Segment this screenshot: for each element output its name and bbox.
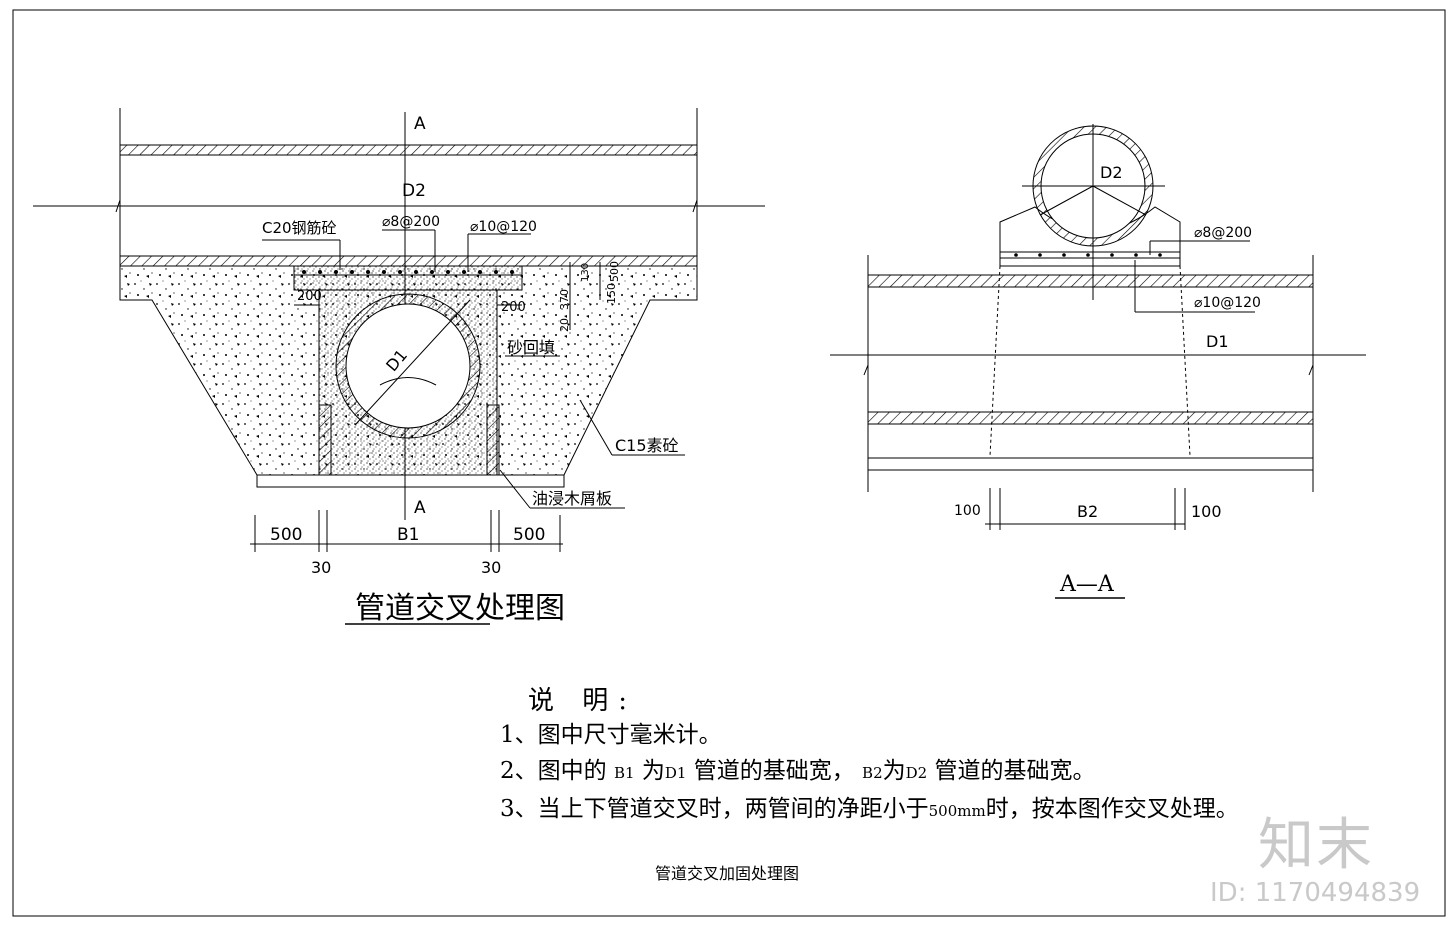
rebar-b-label-right: ⌀10@120 bbox=[1194, 295, 1261, 311]
note-2-d1: D1 bbox=[664, 764, 687, 782]
d1-top-wall bbox=[867, 274, 1314, 288]
rebar-a-label: ⌀8@200 bbox=[382, 214, 440, 230]
d1-label: D1 bbox=[1206, 332, 1229, 351]
note-1-text: 1、图中尺寸毫米计。 bbox=[500, 722, 722, 748]
section-label-bottom: A bbox=[414, 498, 426, 518]
c15-label: C15素砼 bbox=[615, 436, 679, 455]
dim-500-v: 500 bbox=[608, 261, 621, 282]
note-3-number: 500mm bbox=[928, 802, 986, 820]
section-label-top: A bbox=[414, 114, 426, 134]
dim-gap-left: 30 bbox=[311, 558, 331, 577]
notes-heading: 说 明: bbox=[528, 686, 638, 716]
sand-fill-label: 砂回填 bbox=[507, 338, 555, 357]
note-2-b1: B1 bbox=[613, 764, 635, 782]
note-2-part-d: 为 bbox=[882, 758, 906, 784]
d2-label: D2 bbox=[1100, 163, 1123, 182]
right-view: D2 ⌀8@200 ⌀10@120 D1 100 B2 100 A—A bbox=[830, 124, 1366, 599]
left-view: A D2 C20钢筋砼 ⌀8@200 ⌀10@120 D1 砂回填 C15素砼 … bbox=[33, 108, 765, 626]
note-2-part-e: 管道的基础宽。 bbox=[927, 758, 1096, 784]
rebar-b-label: ⌀10@120 bbox=[470, 219, 537, 235]
note-2-b2: B2 bbox=[862, 764, 883, 782]
watermark-logo: 知末 bbox=[1258, 813, 1374, 878]
drawing-caption: 管道交叉加固处理图 bbox=[655, 864, 800, 883]
dim-370: 370 bbox=[558, 289, 571, 310]
dim-right-left: 100 bbox=[954, 503, 981, 519]
dim-20: 20 bbox=[558, 318, 571, 332]
rc-slab-label: C20钢筋砼 bbox=[262, 219, 337, 237]
notes-block: 说 明: 1、图中尺寸毫米计。 2、图中的 B1 为D1 管道的基础宽， B2为… bbox=[500, 680, 1239, 829]
dim-200-right: 200 bbox=[501, 300, 526, 315]
wood-board-right bbox=[486, 404, 500, 476]
watermark-id: ID: 1170494839 bbox=[1210, 878, 1421, 908]
wood-board-left bbox=[318, 404, 332, 476]
dim-150: 150 bbox=[605, 283, 618, 304]
base-slab bbox=[256, 474, 565, 488]
sheet-border bbox=[12, 9, 1446, 917]
note-3-part-a: 3、当上下管道交叉时，两管间的净距小于 bbox=[500, 796, 929, 822]
upper-pipe-top-wall bbox=[119, 144, 698, 156]
note-2: 2、图中的 B1 为D1 管道的基础宽， B2为D2 管道的基础宽。 bbox=[500, 753, 1239, 791]
dim-gap-right: 30 bbox=[481, 558, 501, 577]
left-view-title: 管道交叉处理图 bbox=[355, 591, 565, 626]
note-3-part-b: 时，按本图作交叉处理。 bbox=[985, 796, 1239, 822]
d1-bottom-wall bbox=[867, 411, 1314, 425]
dim-right-right: 100 bbox=[1191, 502, 1222, 521]
dim-130: 130 bbox=[580, 263, 591, 282]
wood-board-label: 油浸木屑板 bbox=[532, 489, 612, 508]
dim-bottom-right: 500 bbox=[513, 525, 545, 545]
dim-bottom-center: B1 bbox=[397, 525, 419, 545]
dim-200-left: 200 bbox=[297, 289, 322, 304]
note-2-part-b: 为 bbox=[634, 758, 665, 784]
sand-fill bbox=[293, 265, 523, 291]
note-2-part-a: 2、图中的 bbox=[500, 758, 614, 784]
dim-bottom-left: 500 bbox=[270, 525, 302, 545]
note-1: 1、图中尺寸毫米计。 bbox=[500, 717, 1239, 753]
note-3: 3、当上下管道交叉时，两管间的净距小于500mm时，按本图作交叉处理。 bbox=[500, 791, 1239, 829]
note-2-d2: D2 bbox=[905, 764, 928, 782]
note-2-part-c: 管道的基础宽， bbox=[686, 758, 863, 784]
right-view-title: A—A bbox=[1059, 572, 1115, 597]
dim-right-center: B2 bbox=[1077, 502, 1098, 521]
rebar-a-label-right: ⌀8@200 bbox=[1194, 225, 1252, 241]
rebar-row bbox=[302, 270, 514, 274]
upper-pipe-label: D2 bbox=[402, 181, 426, 201]
